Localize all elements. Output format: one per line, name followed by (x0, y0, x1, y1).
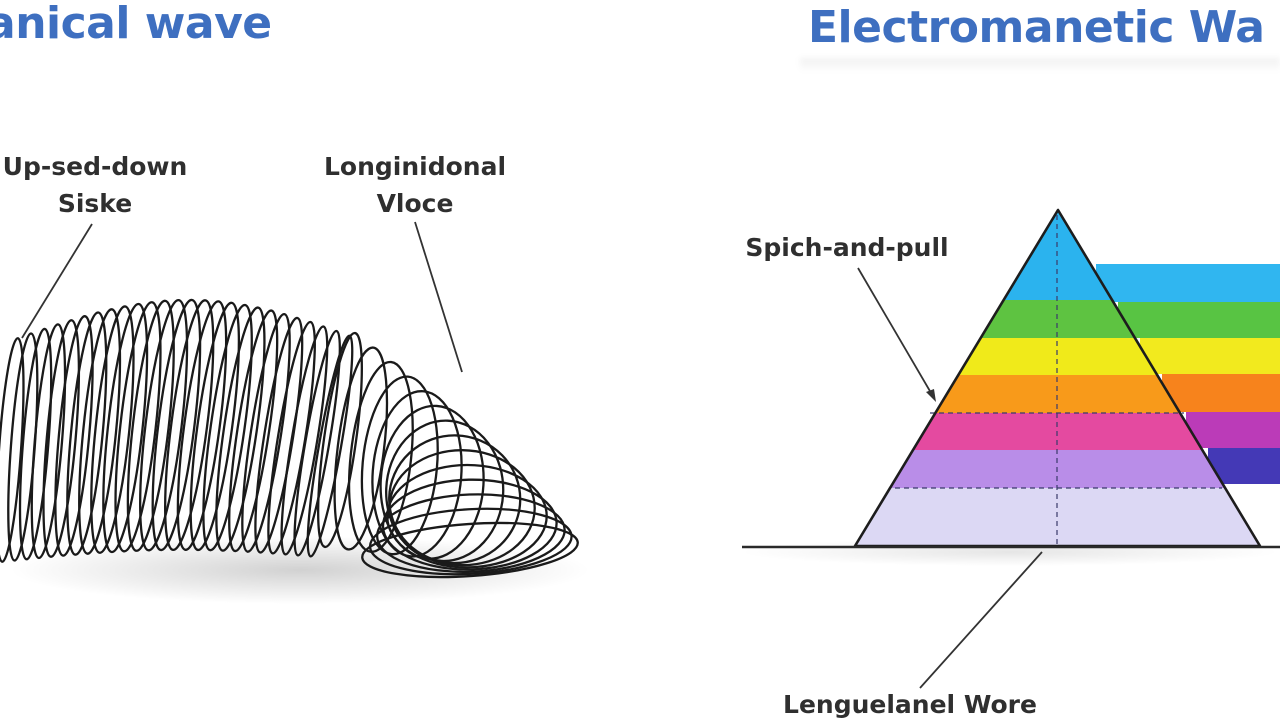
spring-coil (202, 303, 253, 552)
spring-shadow (10, 536, 590, 604)
prism-band-pale (855, 488, 1260, 546)
title-shadow (800, 58, 1280, 72)
pointer-arrowhead (926, 389, 936, 402)
spring-coil (78, 308, 122, 555)
spring-coil (176, 300, 228, 551)
label-longitudinal-line1: Longinidonal (323, 152, 507, 181)
ray-yellow (1140, 338, 1280, 374)
spring-coil (42, 319, 81, 558)
ray-orange (1162, 374, 1280, 412)
ray-green (1118, 302, 1280, 338)
spring-coil (0, 337, 25, 563)
ray-blue (1096, 264, 1280, 302)
spring-coil (66, 311, 108, 556)
spring-coil (151, 298, 202, 552)
label-up-and-down: Up-sed-down Siske (0, 148, 210, 222)
spring-coil (215, 306, 266, 552)
ray-magenta (1186, 412, 1280, 448)
label-up-down-line2: Siske (57, 189, 133, 218)
spring-coil (241, 312, 291, 553)
spring-coil (228, 309, 279, 553)
pointer-line-up-down (21, 223, 93, 339)
label-up-down-line1: Up-sed-down (2, 152, 188, 181)
spring-coil (139, 298, 189, 552)
label-longitudinal-bottom: Lenguelanel Wore (783, 690, 1037, 719)
label-longitudinal-line2: Vloce (376, 189, 454, 218)
pointer-line-push-pull (857, 267, 935, 399)
spring-coil (54, 315, 94, 557)
spring-coil (126, 299, 175, 552)
pointer-line-longitudinal (414, 221, 463, 373)
spring-coil (280, 325, 329, 556)
spring-coil (18, 327, 53, 561)
label-push-and-pull: Spich-and-pull (745, 233, 949, 262)
spectrum-rays (1096, 264, 1280, 484)
spring-coil (376, 493, 566, 573)
mechanical-wave-title: anical wave (0, 0, 272, 49)
spring-coil (114, 301, 162, 553)
label-longitudinal: Longinidonal Vloce (300, 148, 530, 222)
spring-coil (333, 346, 389, 551)
spring-coil (189, 301, 241, 552)
spring-coil (381, 478, 558, 571)
spring-coil (30, 323, 67, 560)
spring-coil (361, 521, 579, 579)
spring-coil (371, 390, 463, 558)
electromagnetic-wave-title: Electromanetic Wa (808, 2, 1265, 53)
spring-coil (317, 331, 363, 549)
spring-coil (293, 329, 341, 557)
prism-guides (895, 215, 1222, 546)
spring-coil (102, 302, 149, 554)
pointer-line-bottom (919, 551, 1043, 689)
spring-coil (164, 299, 215, 552)
slinky-spring (0, 298, 579, 579)
spring-coil (388, 434, 522, 565)
spring-coil (90, 305, 135, 554)
